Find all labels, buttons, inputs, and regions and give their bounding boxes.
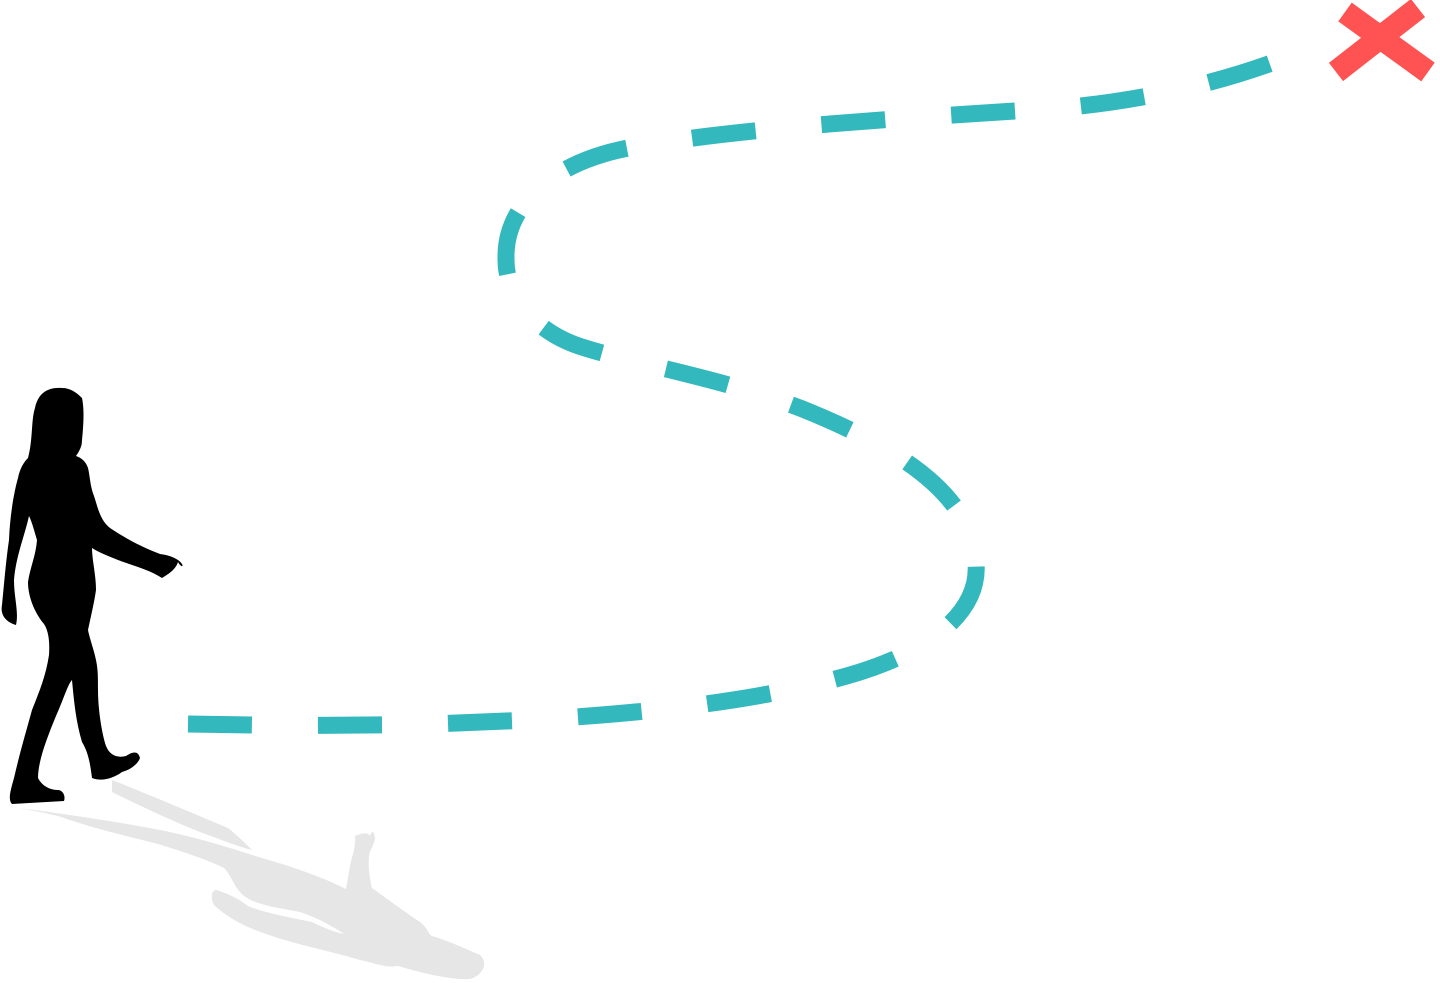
- shadow-shape: [20, 808, 485, 980]
- winding-dashed-path: [187, 48, 1294, 734]
- shadow-arm: [112, 780, 252, 850]
- figure-shadow: [20, 780, 485, 980]
- x-mark-stroke-2: [1328, 0, 1426, 82]
- destination-x-mark: [1328, 0, 1435, 82]
- woman-body-icon: [1, 387, 183, 804]
- walking-woman-silhouette: [1, 387, 183, 804]
